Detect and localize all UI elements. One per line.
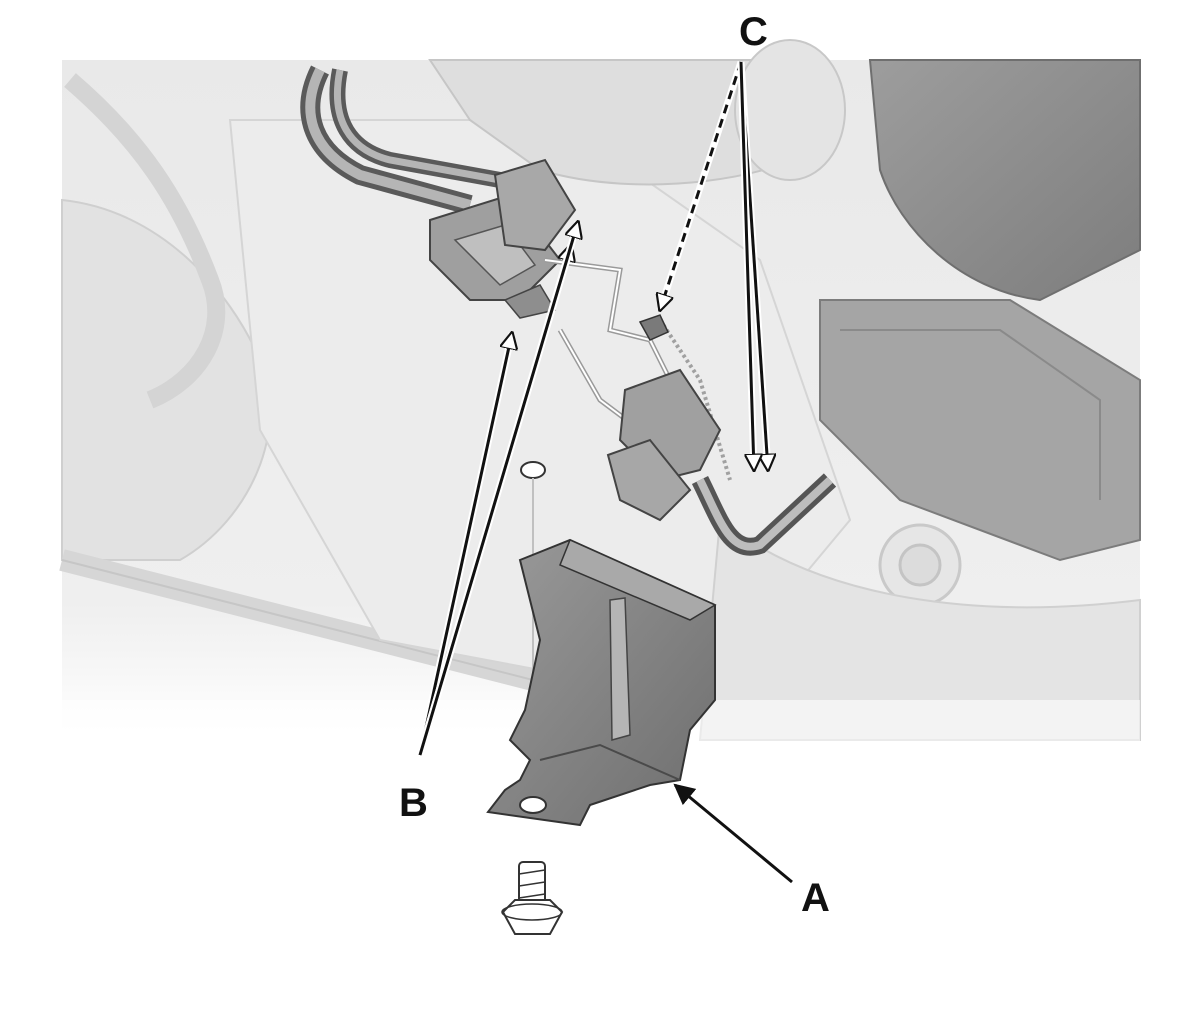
callout-label-b: B [399, 781, 428, 825]
connector-b-2 [493, 158, 577, 319]
lower-connector-assembly [606, 368, 837, 556]
mount-nut-right [878, 523, 962, 607]
leader-lines [416, 60, 793, 884]
cover-bracket-a [486, 538, 717, 827]
callout-label-a: A [801, 876, 830, 920]
bolt [501, 861, 564, 935]
harness-clip-c [638, 314, 670, 341]
upper-harness [300, 65, 502, 215]
callout-label-c: C [739, 10, 768, 54]
leader-a [673, 783, 793, 884]
